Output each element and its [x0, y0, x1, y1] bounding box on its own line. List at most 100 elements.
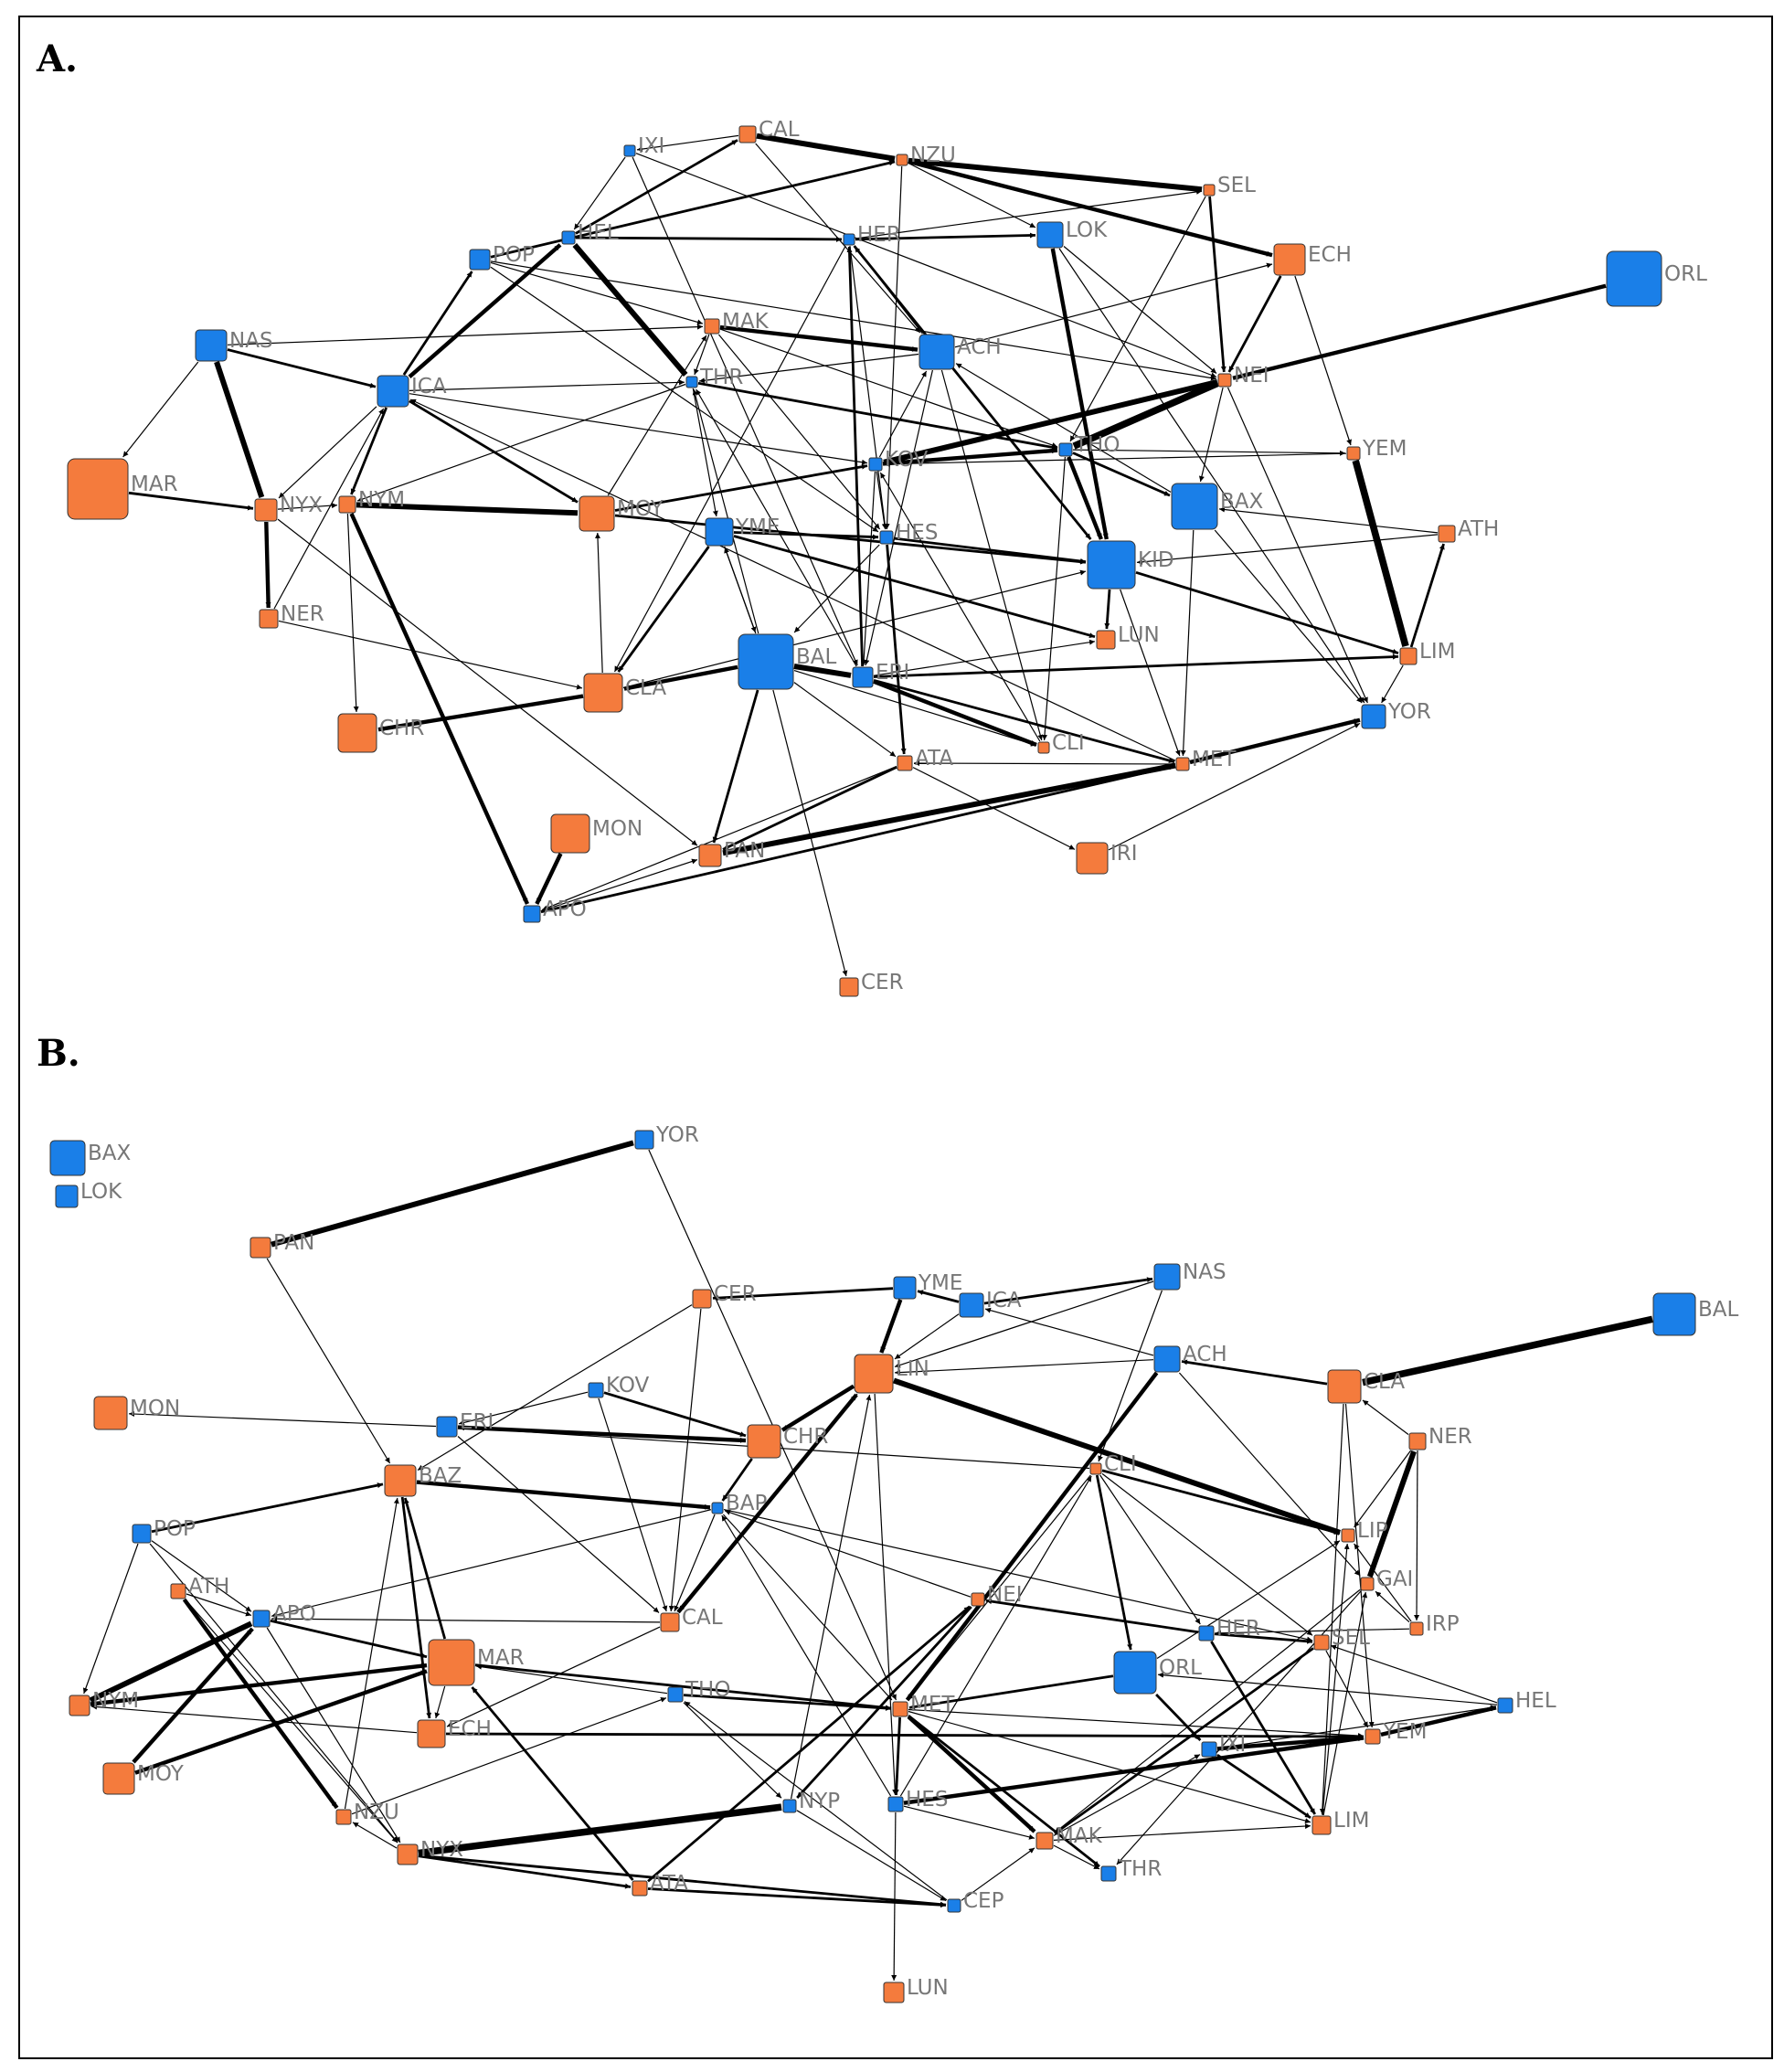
- panel-a-edge-sel-nei: [1208, 196, 1226, 373]
- panel-b-node-chr-label: CHR: [783, 1425, 828, 1449]
- panel-a-edge-tho-kid: [1067, 456, 1103, 540]
- panel-a-node-ica-marker: [377, 375, 409, 408]
- panel-a-edge-nas-mar: [122, 361, 199, 458]
- panel-a-edge-ech-nei: [1227, 275, 1282, 373]
- figure-frame: [18, 16, 1773, 2059]
- panel-a-node-ner: NER: [259, 602, 324, 629]
- panel-b-node-ica-marker: [959, 1292, 984, 1318]
- panel-a-node-yem-marker: [1346, 446, 1361, 461]
- panel-a-node-lun: LUN: [1096, 623, 1160, 650]
- panel-a-node-cal-label: CAL: [759, 118, 800, 142]
- panel-a-node-moy: MOY: [579, 495, 664, 532]
- panel-b-edge-ica-yme: [917, 1290, 960, 1303]
- panel-b-node-ata-marker: [632, 1880, 648, 1897]
- panel-b-edge-baz-bap: [416, 1480, 711, 1510]
- panel-a-edge-nzu-sel: [908, 157, 1203, 193]
- panel-a-node-mar-label: MAR: [131, 473, 178, 496]
- panel-b-edge-gai-ner: [1366, 1450, 1417, 1578]
- panel-a-edge-ica-hel: [408, 243, 562, 378]
- panel-b-edge-sel-mak: [1054, 1647, 1314, 1835]
- panel-a-node-nyx-marker: [254, 498, 278, 522]
- panel-b-node-lip-marker: [1341, 1528, 1355, 1543]
- panel-b-edge-eri-mon: [128, 1411, 437, 1428]
- panel-b-node-ner-marker: [1408, 1432, 1427, 1450]
- panel-b-node-orl-label: ORL: [1159, 1656, 1202, 1680]
- panel-a-node-chr: CHR: [337, 713, 424, 753]
- panel-b-edge-nzu-tho: [351, 1696, 667, 1815]
- panel-a-edge-kov-ach: [878, 370, 928, 458]
- panel-b-edge-lin-cal: [678, 1393, 858, 1612]
- panel-a-node-orl-label: ORL: [1664, 262, 1707, 286]
- panel-a-edge-eri-cli: [873, 679, 1037, 747]
- panel-b-node-eri: ERI: [436, 1410, 494, 1438]
- panel-a-edge-bal-ata: [793, 682, 897, 758]
- panel-a-node-tho: THO: [1058, 433, 1120, 457]
- panel-b-node-ixi: IXI: [1201, 1733, 1246, 1758]
- panel-b-edge-tho-mar: [475, 1663, 668, 1695]
- panel-b-edge-lin-chr: [780, 1384, 855, 1432]
- panel-b-label: B.: [37, 1032, 80, 1075]
- panel-a-node-kid: KID: [1087, 540, 1174, 590]
- panel-b-edge-nas-cli: [1098, 1290, 1163, 1462]
- panel-a-node-apo-marker: [523, 905, 541, 923]
- panel-b-node-baz-marker: [384, 1464, 417, 1497]
- panel-a-node-nas-label: NAS: [229, 329, 273, 353]
- panel-a-edge-nym-moy: [356, 502, 579, 516]
- panel-b-node-nzu-marker: [335, 1809, 352, 1825]
- panel-a-edge-kov-eri: [861, 471, 876, 666]
- panel-a-edge-her-kid: [853, 245, 1092, 540]
- panel-b-node-cla: CLA: [1327, 1369, 1405, 1404]
- panel-b-node-moy-label: MOY: [137, 1762, 185, 1786]
- panel-a-edge-pop-mak: [490, 261, 704, 325]
- panel-b-node-apo: APO: [252, 1602, 316, 1628]
- panel-b-node-kov-label: KOV: [606, 1374, 650, 1397]
- panel-b-edge-lin-hes: [874, 1393, 898, 1796]
- panel-a-node-kid-marker: [1087, 540, 1136, 590]
- panel-b-node-yme-label: YME: [918, 1271, 962, 1295]
- panel-a-node-lun-label: LUN: [1118, 623, 1160, 647]
- panel-a-node-lun-marker: [1096, 630, 1116, 650]
- panel-a-node-ica-label: ICA: [411, 375, 447, 398]
- panel-a-edge-sel-tho: [1069, 196, 1206, 442]
- panel-a-edge-ixi-nei: [635, 153, 1217, 378]
- panel-a-node-yor-marker: [1361, 704, 1386, 729]
- panel-b-edge-kov-chr: [603, 1391, 747, 1438]
- panel-a-edge-ica-nym: [350, 407, 388, 495]
- panel-a-node-lok-marker: [1036, 221, 1064, 249]
- panel-a-node-met-label: MET: [1192, 748, 1237, 771]
- panel-b-edge-pop-baz: [151, 1482, 384, 1534]
- panel-a-edge-ica-pop: [402, 271, 473, 376]
- panel-a-node-ica: ICA: [377, 375, 447, 408]
- panel-b-node-thr-label: THR: [1118, 1857, 1162, 1881]
- panel-b-node-orl-marker: [1113, 1651, 1157, 1695]
- panel-a-edge-her-sel: [855, 188, 1203, 239]
- panel-a-node-lim-label: LIM: [1419, 640, 1455, 664]
- panel-a-node-kov-marker: [868, 457, 883, 472]
- panel-b-node-hel: HEL: [1497, 1689, 1556, 1714]
- panel-b-edge-ata-nei: [647, 1605, 971, 1883]
- panel-a-edge-bax-met: [1180, 529, 1195, 757]
- panel-a-node-nei-marker: [1217, 373, 1232, 388]
- panel-a-node-cer-marker: [839, 977, 859, 997]
- panel-b-node-ath-marker: [170, 1583, 186, 1599]
- panel-a-edge-nyx-pan: [277, 518, 698, 846]
- panel-a-edge-pop-hes: [490, 266, 879, 533]
- panel-a-edge-yem-lim: [1352, 460, 1409, 647]
- panel-b-node-cal-label: CAL: [682, 1606, 723, 1630]
- panel-b-node-hel-marker: [1497, 1697, 1513, 1714]
- panel-b-edge-bap-met: [722, 1514, 893, 1701]
- panel-a-node-mon-marker: [550, 813, 590, 854]
- panel-b-node-yme: YME: [893, 1271, 962, 1300]
- panel-a-edge-mak-hes: [717, 334, 881, 530]
- panel-a-node-sel-marker: [1203, 184, 1216, 197]
- panel-a-edge-lim-yor: [1381, 664, 1404, 704]
- panel-a-edge-nzu-lok: [908, 162, 1036, 228]
- panel-a-edge-bal-pan: [712, 689, 759, 844]
- panel-b-edge-ner-lip: [1354, 1450, 1412, 1528]
- panel-b-edge-kov-eri: [458, 1391, 589, 1426]
- panel-a-node-thr-marker: [685, 376, 698, 388]
- panel-a-edge-ixi-eri: [632, 156, 858, 666]
- panel-b-edge-apo-mar: [270, 1619, 428, 1659]
